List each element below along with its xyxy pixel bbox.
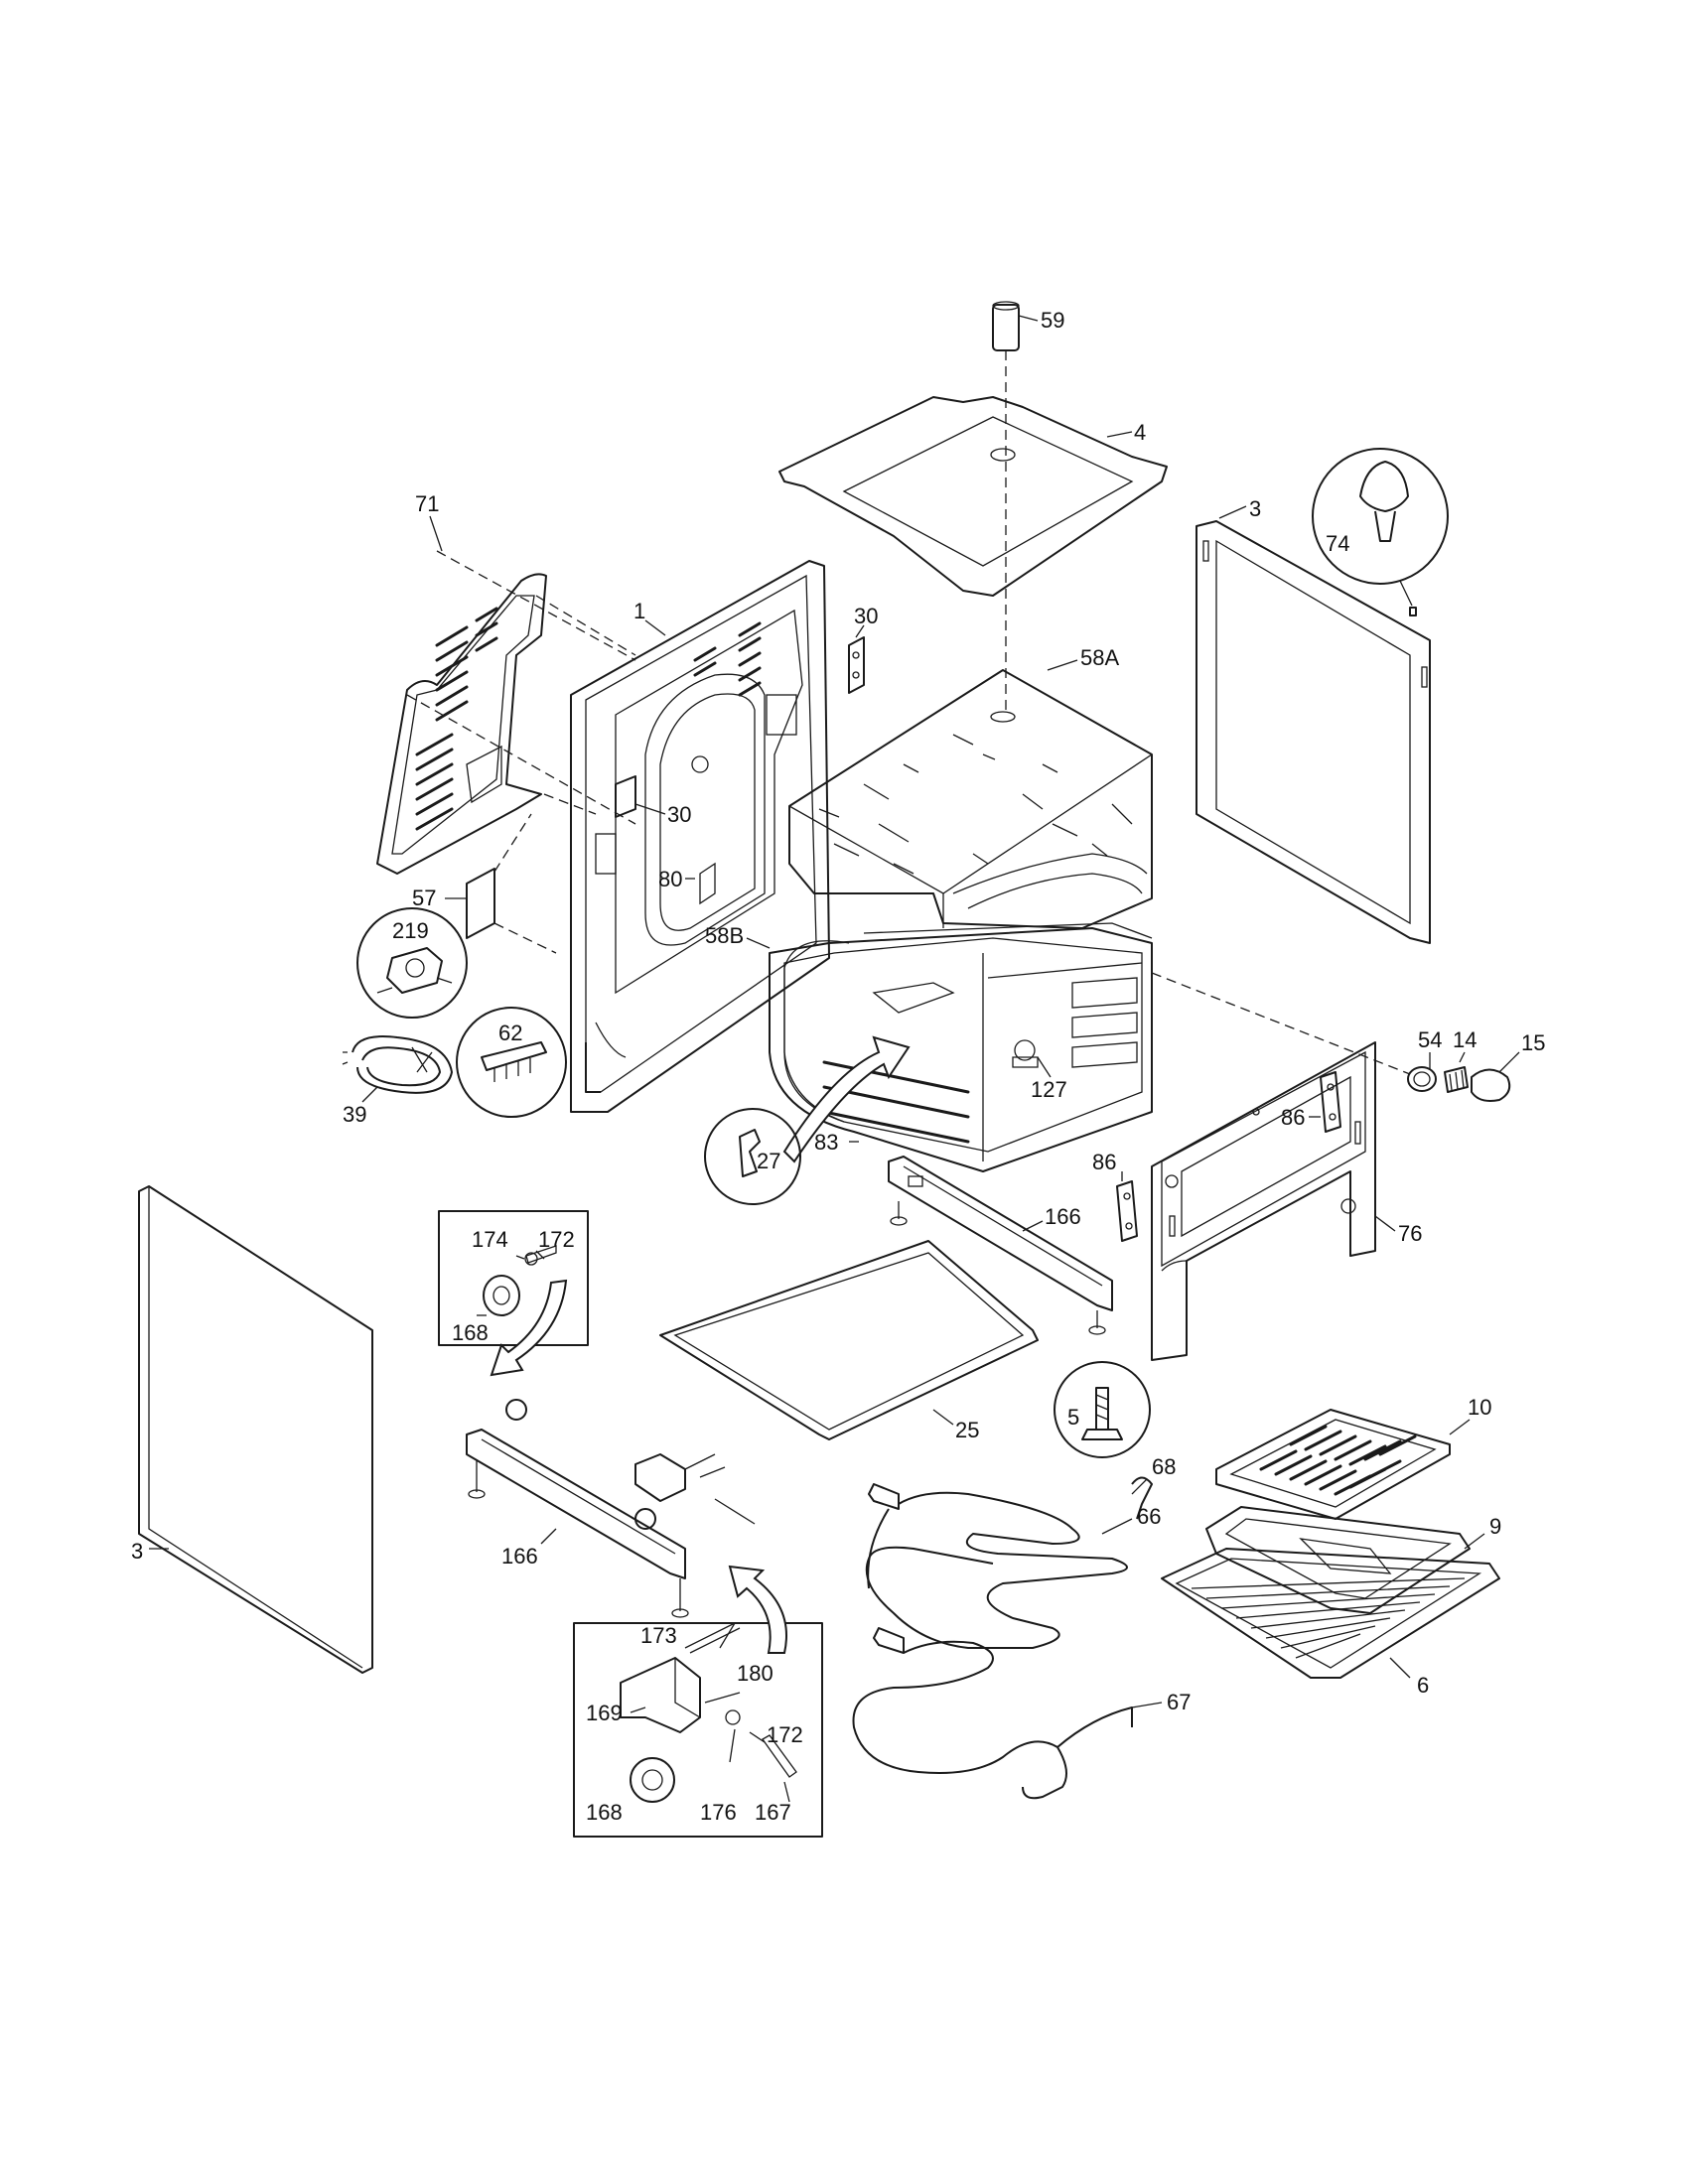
rear-frame-part-1: [570, 560, 830, 1113]
detail-arrow-27: [782, 1035, 911, 1163]
leader-lines: [149, 315, 1520, 1803]
callout-5: 5: [1067, 1405, 1079, 1430]
callout-3-left: 3: [131, 1539, 143, 1564]
callout-176: 176: [700, 1800, 737, 1825]
door-panel-left-part-3: [138, 1185, 373, 1674]
wire-clip-part-80: [699, 862, 716, 905]
bottom-panel-part-25: [659, 1240, 1039, 1440]
oven-rack-part-6: [1161, 1548, 1500, 1679]
terminal-block-detail-219: [356, 907, 468, 1019]
callout-4: 4: [1134, 420, 1146, 445]
insulation-pad-part-57: [466, 813, 557, 954]
power-cord-part-39: [342, 1035, 453, 1094]
callout-166-a: 166: [1045, 1204, 1081, 1229]
callout-58A: 58A: [1080, 645, 1119, 670]
callout-labels: 59 4 74 3 71 1 30 58A 30 80 57 219 58B 6…: [131, 308, 1545, 1825]
drawer-rail-part-166-b: [466, 1399, 756, 1618]
front-frame-part-76: [1151, 1041, 1376, 1361]
roller-detail-box-bottom: [573, 1565, 823, 1838]
callout-172-a: 172: [538, 1227, 575, 1252]
callout-10: 10: [1468, 1395, 1491, 1420]
hinge-part-86-b: [1320, 1071, 1341, 1133]
callout-66: 66: [1137, 1504, 1161, 1529]
callout-86-a: 86: [1092, 1150, 1116, 1174]
broil-element-part-66: [865, 1483, 1128, 1649]
callout-68: 68: [1152, 1454, 1176, 1479]
bake-element-part-67: [852, 1627, 1133, 1800]
bracket-part-30-a: [848, 636, 865, 694]
callout-57: 57: [412, 886, 436, 910]
callout-30-a: 30: [854, 604, 878, 628]
callout-168-a: 168: [452, 1320, 489, 1345]
callout-30-b: 30: [667, 802, 691, 827]
hook-part-68: [1131, 1476, 1153, 1520]
callout-67: 67: [1167, 1690, 1191, 1714]
callout-27: 27: [757, 1149, 780, 1173]
oven-cavity-part-83: [769, 922, 1153, 1172]
callout-168-b: 168: [586, 1800, 623, 1825]
lamp-assembly-parts-54-14-15: [1151, 972, 1511, 1102]
callout-3-top: 3: [1249, 496, 1261, 521]
callout-180: 180: [737, 1661, 774, 1686]
hinge-part-86-a: [1116, 1180, 1138, 1242]
callout-74: 74: [1326, 531, 1349, 556]
rear-cover-part-71: [376, 550, 636, 875]
broiler-grid-part-10: [1215, 1409, 1451, 1520]
drawer-rail-part-166-a: [888, 1156, 1113, 1335]
callout-59: 59: [1041, 308, 1064, 333]
callout-127: 127: [1031, 1077, 1067, 1102]
callout-1: 1: [633, 599, 645, 623]
terminal-strip-detail-62: [456, 1007, 567, 1118]
callout-86-b: 86: [1281, 1105, 1305, 1130]
insulation-plug-part-59: [992, 301, 1020, 715]
callout-58B: 58B: [705, 923, 744, 948]
wheel-detail-box-top: [438, 1210, 589, 1377]
callout-80: 80: [658, 867, 682, 891]
callout-25: 25: [955, 1418, 979, 1442]
lamp-bulb-detail-74: [1312, 448, 1449, 616]
callout-167: 167: [755, 1800, 791, 1825]
callout-172-b: 172: [767, 1722, 803, 1747]
top-panel-part-4: [778, 396, 1168, 597]
oven-insulation-top-part-58A: [788, 669, 1153, 929]
clip-detail-27: [704, 1108, 801, 1205]
callout-76: 76: [1398, 1221, 1422, 1246]
callout-15: 15: [1521, 1030, 1545, 1055]
callout-169: 169: [586, 1701, 623, 1725]
callout-6: 6: [1417, 1673, 1429, 1698]
bracket-part-30-b: [615, 775, 636, 818]
callout-9: 9: [1489, 1514, 1501, 1539]
leveling-leg-detail-5: [1054, 1361, 1151, 1458]
callout-166-b: 166: [501, 1544, 538, 1569]
callout-173: 173: [640, 1623, 677, 1648]
callout-39: 39: [343, 1102, 366, 1127]
callout-14: 14: [1453, 1027, 1477, 1052]
callout-54: 54: [1418, 1027, 1442, 1052]
callout-219: 219: [392, 918, 429, 943]
side-panel-right-part-3: [1196, 520, 1431, 944]
callout-174-a: 174: [472, 1227, 508, 1252]
callout-62: 62: [498, 1021, 522, 1045]
callout-83: 83: [814, 1130, 838, 1155]
callout-71: 71: [415, 491, 439, 516]
